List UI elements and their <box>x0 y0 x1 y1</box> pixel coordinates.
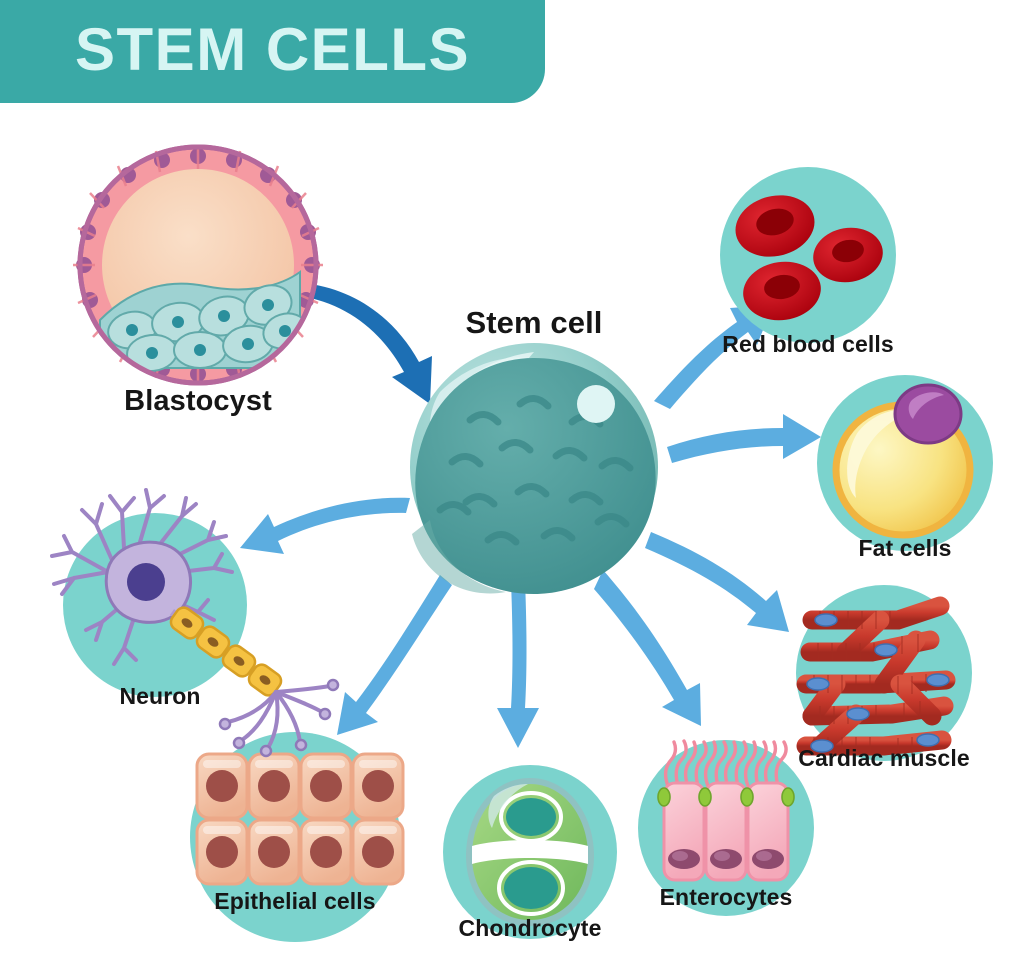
stem-cell-icon <box>410 343 658 594</box>
label-blastocyst: Blastocyst <box>124 385 272 417</box>
arrow-stem-cell-to-fat-cells <box>667 414 821 463</box>
page-title: STEM CELLS <box>75 16 471 83</box>
chondrocyte-icon <box>443 765 617 939</box>
arrow-stem-cell-to-neuron <box>240 497 410 554</box>
label-cardiac-muscle: Cardiac muscle <box>798 745 970 771</box>
arrow-stem-cell-to-red-blood-cells <box>654 305 773 409</box>
label-enterocytes: Enterocytes <box>659 884 793 910</box>
title-banner <box>0 0 545 103</box>
red-blood-cells-icon <box>720 167 896 343</box>
arrow-stem-cell-to-epithelial-cells <box>337 575 452 735</box>
arrow-stem-cell-to-cardiac-muscle <box>645 532 789 632</box>
blastocyst-icon <box>73 144 323 386</box>
label-stem-cell: Stem cell <box>465 305 603 340</box>
label-fat-cells: Fat cells <box>858 535 952 561</box>
cardiac-muscle-icon <box>796 585 972 761</box>
arrow-stem-cell-to-enterocytes <box>594 570 701 726</box>
neuron-icon <box>50 488 340 758</box>
enterocytes-icon <box>638 739 814 916</box>
arrow-stem-cell-to-chondrocyte <box>497 581 539 748</box>
label-red-blood-cells: Red blood cells <box>722 331 894 357</box>
fat-cell-icon <box>817 375 993 551</box>
epithelial-cells-icon <box>190 732 405 942</box>
label-epithelial-cells: Epithelial cells <box>214 888 376 914</box>
label-chondrocyte: Chondrocyte <box>458 915 602 941</box>
label-neuron: Neuron <box>119 683 201 709</box>
